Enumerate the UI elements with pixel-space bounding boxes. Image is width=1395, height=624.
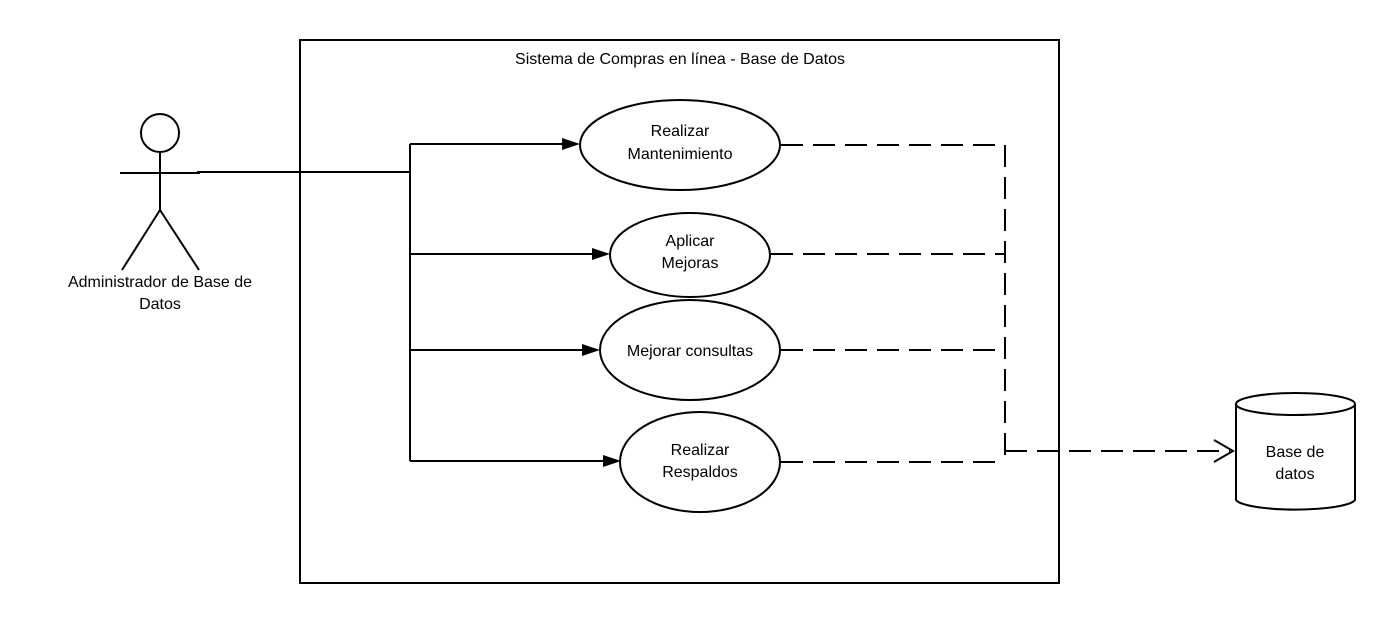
use-case-label: Mejorar consultas (627, 343, 753, 360)
use-case-aplicar-mejoras[interactable]: Aplicar Mejoras (609, 212, 771, 298)
association-lines (197, 143, 603, 462)
system-boundary (299, 39, 1060, 584)
dependency-arrowhead (1213, 439, 1235, 463)
system-title: Sistema de Compras en línea - Base de Da… (515, 51, 845, 68)
use-case-label: Mejoras (662, 255, 719, 272)
use-case-label: Realizar (671, 442, 730, 459)
use-case-label: Aplicar (666, 233, 716, 250)
database-label-line2: datos (1275, 466, 1314, 483)
database-cylinder-icon[interactable] (1235, 392, 1356, 511)
use-case-realizar-respaldos[interactable]: Realizar Respaldos (619, 411, 781, 513)
actor-label-line1: Administrador de Base de (68, 274, 252, 291)
use-case-label: Respaldos (662, 464, 738, 481)
use-case-realizar-mantenimiento[interactable]: Realizar Mantenimiento (579, 99, 781, 191)
use-case-label: Mantenimiento (628, 146, 733, 163)
actor-stick-figure-icon[interactable] (120, 113, 200, 271)
association-arrowheads (562, 138, 621, 467)
dependency-lines (771, 144, 1230, 463)
use-case-mejorar-consultas[interactable]: Mejorar consultas (599, 299, 781, 401)
actor-label-line2: Datos (139, 296, 181, 313)
database-label-line1: Base de (1266, 444, 1325, 461)
use-case-label: Realizar (651, 123, 710, 140)
